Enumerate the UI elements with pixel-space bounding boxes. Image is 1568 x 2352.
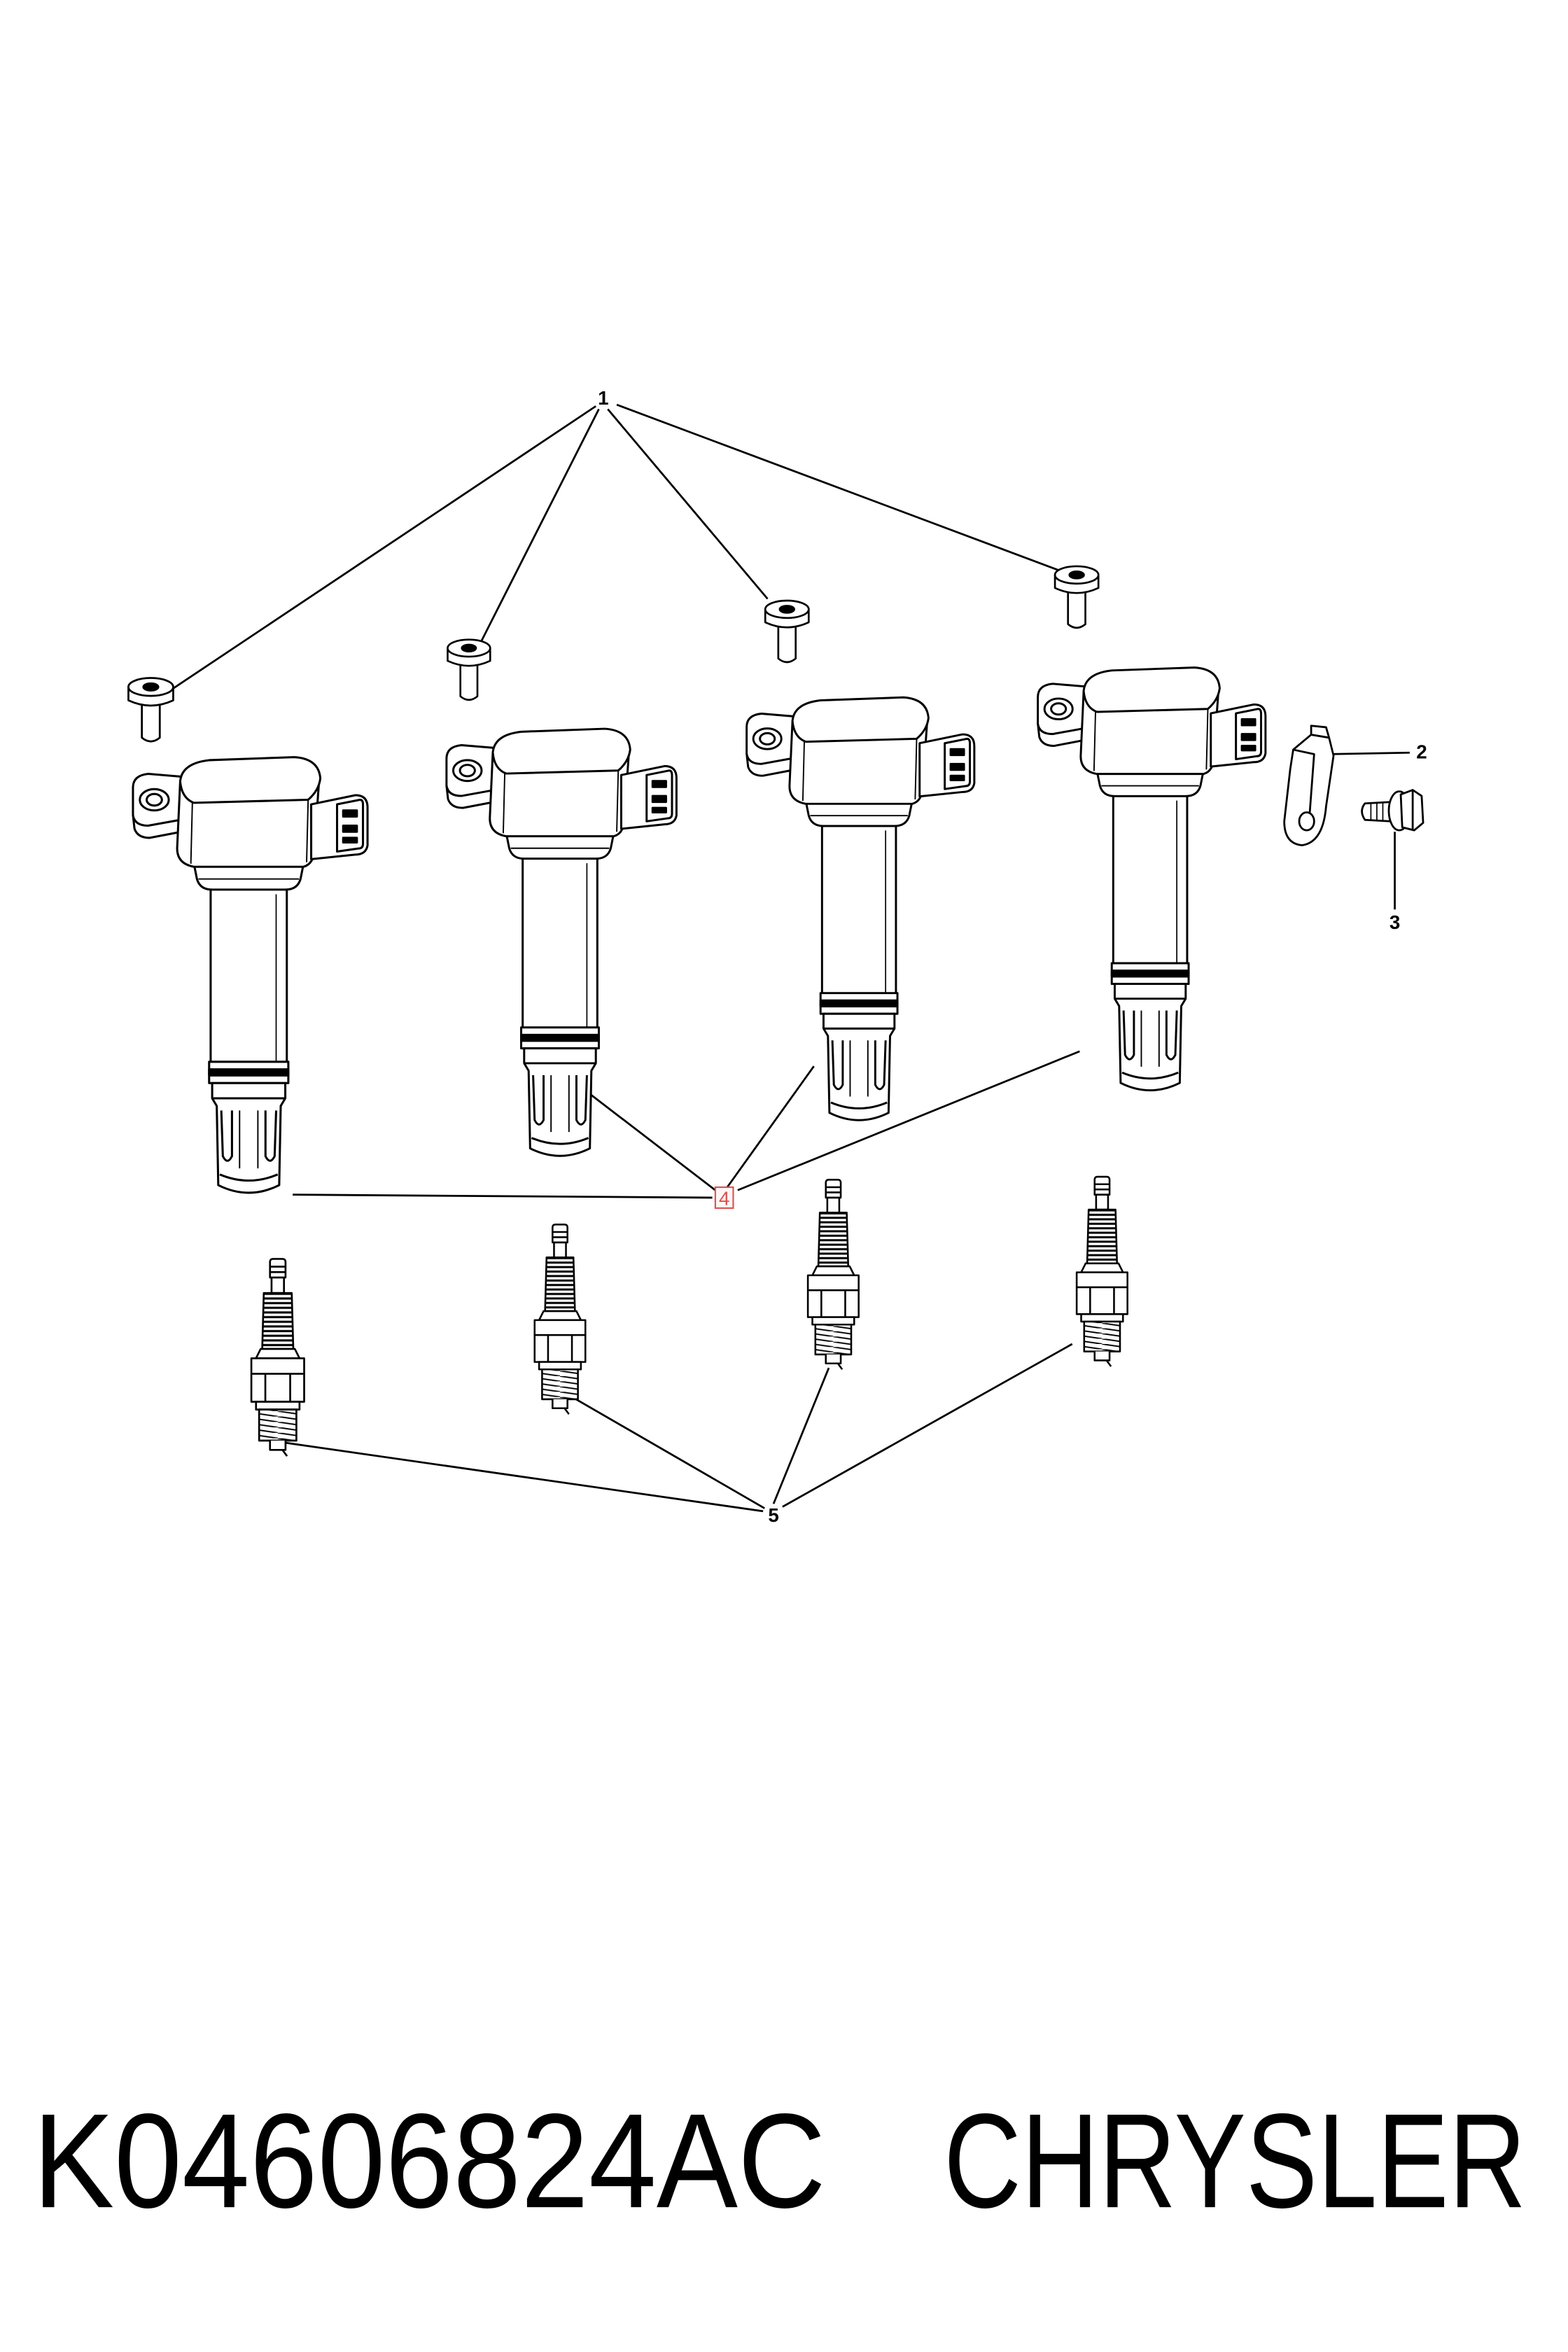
callout-2: 2 <box>1416 741 1427 763</box>
leader-1-bolt-3 <box>607 408 769 600</box>
callout-3: 3 <box>1390 911 1400 933</box>
brand-name: CHRYSLER <box>944 2085 1526 2236</box>
spark-plug-1 <box>250 1258 305 1457</box>
ignition-coil-3 <box>746 696 976 1121</box>
leaders-callout-1 <box>168 403 1064 692</box>
ignition-coil-1 <box>132 756 369 1194</box>
leader-1-bolt-1 <box>168 405 596 692</box>
leader-5-plug-3 <box>772 1367 830 1504</box>
coil-bolt-3 <box>764 599 810 664</box>
leader-4-coil-2 <box>586 1091 716 1191</box>
coil-bolt-1 <box>127 677 174 743</box>
callout-4: 4 <box>719 1188 729 1210</box>
leaders-callout-5 <box>284 1343 1073 1513</box>
callout-4-highlight-box <box>714 1186 734 1209</box>
leader-1-bolt-4 <box>616 403 1064 573</box>
leader-1-bolt-2 <box>479 408 600 643</box>
leader-2-bracket <box>1331 751 1410 755</box>
bracket <box>1283 724 1335 846</box>
part-number: K04606824AC <box>33 2085 826 2236</box>
leader-4-coil-1 <box>293 1194 713 1199</box>
callout-1: 1 <box>598 387 608 409</box>
spark-plug-4 <box>1075 1175 1128 1368</box>
coil-bolt-2 <box>447 638 491 701</box>
leader-5-plug-1 <box>284 1441 764 1513</box>
coil-bolt-4 <box>1054 565 1100 629</box>
leader-4-coil-3 <box>726 1065 815 1188</box>
leader-5-plug-4 <box>782 1343 1073 1508</box>
leader-5-plug-2 <box>573 1396 765 1509</box>
leader-4-coil-4 <box>737 1050 1080 1191</box>
bracket-bolt <box>1361 789 1424 832</box>
spark-plug-3 <box>806 1179 860 1371</box>
callout-5: 5 <box>768 1504 778 1526</box>
ignition-coil-2 <box>445 727 678 1157</box>
ignition-coil-4 <box>1037 666 1267 1092</box>
spark-plug-2 <box>533 1224 587 1415</box>
leaders-callout-4 <box>293 1050 1080 1199</box>
